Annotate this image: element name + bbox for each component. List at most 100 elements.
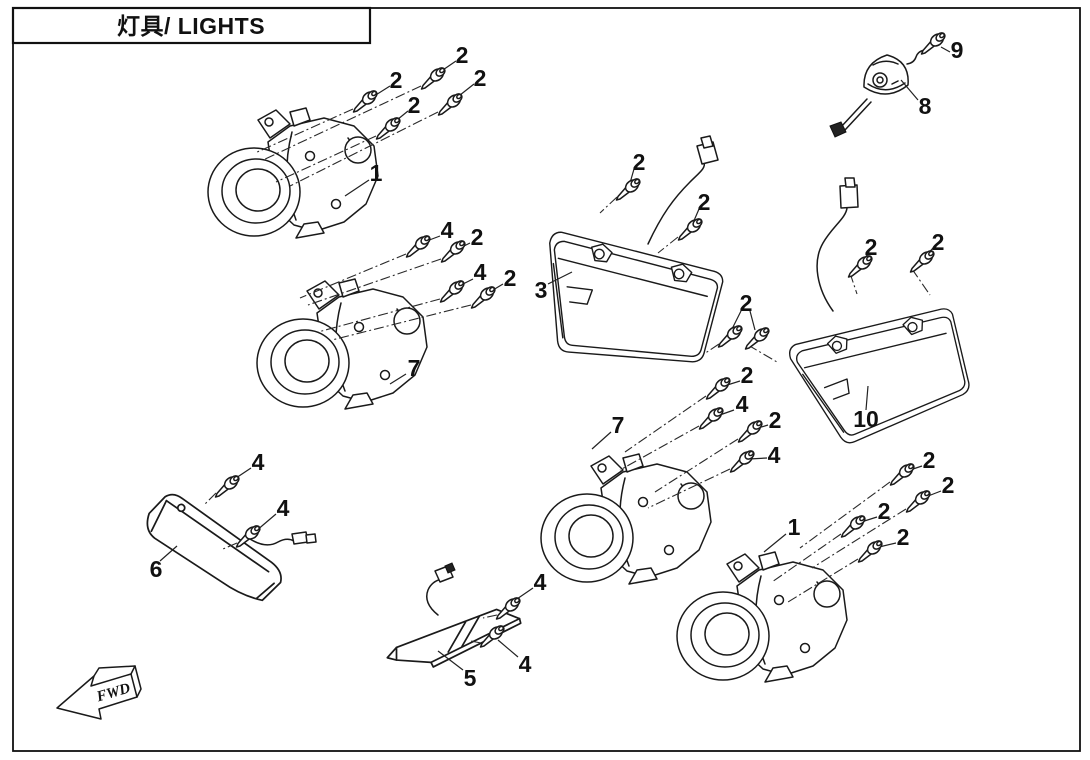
- callout-number-2: 2: [865, 234, 878, 260]
- screw-icon: [857, 538, 885, 563]
- strip-light-connector-tip: [444, 562, 456, 574]
- screw-icon: [744, 325, 772, 350]
- callout-leader-line: [865, 385, 869, 411]
- callout-number-4: 4: [474, 259, 487, 285]
- wiring-artwork: [249, 49, 926, 616]
- callout-leader-line: [763, 533, 787, 553]
- screw-icon: [840, 513, 868, 538]
- callout-number-2: 2: [633, 149, 646, 175]
- screw-axis-line: [331, 304, 472, 341]
- callout-number-4: 4: [519, 651, 532, 677]
- screw-icon: [214, 473, 242, 498]
- headlight-10-connector: [839, 184, 859, 209]
- callout-number-2: 2: [698, 189, 711, 215]
- dome-light-plug: [829, 121, 847, 138]
- screw-axis-line: [619, 425, 700, 471]
- part-dome-8: [863, 54, 909, 95]
- screw-icon: [920, 30, 948, 55]
- headlight-10-connector-tab: [844, 177, 856, 188]
- screw-axis-line: [599, 196, 618, 214]
- part-projector-7: [540, 453, 712, 585]
- fwd-arrow-top-face: [93, 665, 136, 677]
- screw-axis-line: [703, 343, 720, 355]
- part-rectlight-10: [785, 306, 976, 451]
- screw-axis-line: [911, 268, 931, 296]
- callout-number-2: 2: [474, 65, 487, 91]
- callout-leader-line: [940, 46, 951, 53]
- screw-axis-line: [647, 468, 731, 509]
- screw-icon: [405, 233, 433, 258]
- callout-number-8: 8: [919, 93, 932, 119]
- callout-leader-line: [591, 431, 612, 450]
- dome-light-screw-link: [906, 49, 926, 65]
- callout-number-4: 4: [768, 442, 781, 468]
- screw-icon: [439, 278, 467, 303]
- screw-axis-line: [747, 344, 778, 363]
- callout-number-7: 7: [612, 412, 625, 438]
- callout-leader-line: [159, 545, 178, 562]
- callout-number-2: 2: [390, 67, 403, 93]
- screw-icon: [737, 418, 765, 443]
- part-wedge-6: [138, 483, 288, 617]
- part-projector-1: [676, 551, 848, 683]
- screw-axis-line: [203, 492, 217, 506]
- screw-axis-line: [657, 236, 679, 254]
- callout-number-2: 2: [740, 290, 753, 316]
- fwd-direction-label: FWD: [94, 680, 132, 705]
- callout-leader-line: [344, 179, 370, 197]
- screw-icon: [705, 375, 733, 400]
- dome-light-stem: [840, 98, 868, 128]
- part-projector-7: [256, 278, 428, 410]
- callout-number-2: 2: [504, 265, 517, 291]
- fwd-arrow-body: [56, 673, 138, 720]
- screw-icon: [729, 448, 757, 473]
- callout-leader-line: [547, 271, 573, 285]
- title-box: [11, 6, 372, 45]
- fwd-arrow-side-face: [134, 665, 142, 698]
- screw-axis-line: [771, 533, 842, 583]
- callout-leader-line: [900, 79, 919, 101]
- callout-number-9: 9: [951, 37, 964, 63]
- callout-leader-line: [437, 650, 464, 671]
- callout-number-2: 2: [932, 229, 945, 255]
- page-title: 灯具/ LIGHTS: [117, 13, 265, 39]
- screw-axis-line: [787, 558, 859, 603]
- screw-axis-line: [275, 135, 377, 183]
- callout-number-2: 2: [942, 472, 955, 498]
- callout-number-4: 4: [441, 217, 454, 243]
- wedge-light-wire: [249, 538, 295, 546]
- screw-icon: [615, 176, 643, 201]
- screw-axis-line: [299, 253, 407, 299]
- callout-number-2: 2: [471, 224, 484, 250]
- callout-number-1: 1: [788, 514, 801, 540]
- screw-icon: [698, 405, 726, 430]
- screw-icon: [677, 216, 705, 241]
- screw-axis-line: [654, 438, 739, 493]
- callout-leader-line: [389, 373, 407, 385]
- callout-number-4: 4: [252, 449, 265, 475]
- strip-light-wire: [426, 578, 443, 616]
- callout-number-2: 2: [769, 407, 782, 433]
- wedge-light-connector-tab: [305, 533, 317, 544]
- callout-number-6: 6: [150, 556, 163, 582]
- callout-number-2: 2: [741, 362, 754, 388]
- screw-axis-line: [624, 395, 707, 453]
- callout-number-2: 2: [923, 447, 936, 473]
- screw-axis-line: [811, 508, 907, 569]
- fwd-arrow: FWD: [56, 665, 142, 720]
- callout-number-2: 2: [408, 92, 421, 118]
- callout-number-2: 2: [878, 498, 891, 524]
- screw-axis-line: [317, 298, 441, 333]
- part-rectlight-3: [515, 214, 733, 398]
- headlight-10-wire: [816, 207, 848, 312]
- screw-icon: [717, 323, 745, 348]
- callout-number-2: 2: [897, 524, 910, 550]
- callout-number-1: 1: [370, 160, 383, 186]
- callout-number-4: 4: [277, 495, 290, 521]
- callout-number-4: 4: [534, 569, 547, 595]
- callout-leader-line: [749, 310, 756, 331]
- headlight-3-connector-tab: [700, 135, 714, 149]
- part-projector-1: [207, 107, 379, 239]
